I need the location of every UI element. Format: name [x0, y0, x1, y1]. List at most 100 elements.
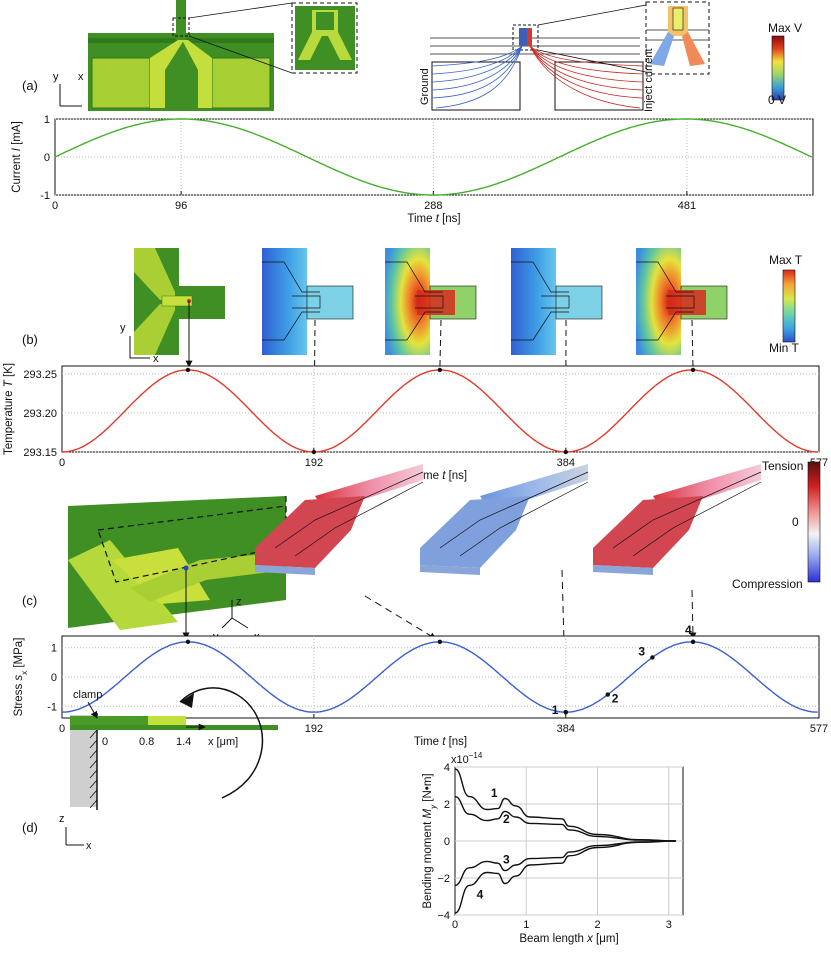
current-xtick-label: 288: [424, 200, 442, 212]
beam-tick-0-8: 0.8: [139, 736, 154, 748]
moment-xtick-label: 2: [594, 919, 600, 931]
temperature-point: [563, 449, 568, 455]
stress-numbered-point: [605, 692, 610, 697]
moment-series-2: [454, 795, 676, 842]
beam-tick-1-4: 1.4: [176, 736, 191, 748]
heatmap-2: [385, 248, 477, 355]
colorbar-c-mid: 0: [792, 515, 799, 529]
stress-snapshot-1: [255, 464, 424, 575]
heatmap-1: [262, 248, 354, 355]
beam-tick-0: 0: [102, 736, 108, 748]
colorbar-a-min: 0 V: [768, 93, 786, 107]
ground-label: Ground: [419, 68, 431, 105]
connector-dashed: [691, 319, 694, 370]
clamp-label: clamp: [73, 689, 102, 701]
moment-series-label: 1: [491, 786, 498, 800]
temperature-ytick-label: 293.25: [23, 369, 57, 381]
current-ytick-label: 0: [44, 152, 50, 164]
ground-streamlines: [431, 45, 523, 109]
temperature-ytick-label: 293.20: [23, 408, 57, 420]
stress-plate-edge: [593, 565, 653, 575]
stress-xtick-label: 577: [810, 723, 828, 735]
potential-schematic: Ground Inject current: [419, 1, 710, 112]
current-xtick-label: 96: [175, 200, 187, 212]
device-geometry-b: y x: [120, 248, 225, 365]
moment-series-3: [454, 840, 676, 887]
stress-point: [185, 639, 191, 645]
beam-axis-label: x [μm]: [208, 736, 238, 748]
colorbar-b-min: Min T: [769, 341, 799, 355]
temperature-xlabel: Time t [ns]: [414, 470, 467, 482]
colorbar-b: Max T Min T: [769, 253, 803, 355]
heatmap-hotspot: [668, 290, 706, 315]
stress-marker-label: 3: [638, 644, 645, 658]
axis-y-label-a: y: [53, 71, 59, 83]
stress-xtick-label: 384: [557, 723, 575, 735]
panel-b-label: (b): [22, 332, 38, 347]
stress-outline: [612, 471, 762, 557]
colorbar-a: Max V 0 V: [768, 21, 802, 107]
temperature-frame: [61, 365, 820, 453]
stress-plate-edge: [420, 565, 480, 575]
heatmap-4: [636, 248, 728, 355]
heatmap-body: [262, 248, 307, 355]
current-line: [54, 118, 812, 196]
axis-y-label-b: y: [120, 322, 126, 334]
current-xlabel: Time t [ns]: [407, 213, 460, 225]
connector-dashed-arrow: [364, 595, 437, 640]
axis-x-label-b: x: [153, 353, 159, 365]
colorbar-b-max: Max T: [769, 253, 803, 267]
inject-current-label: Inject current: [643, 48, 655, 112]
moment-ylabel: Bending moment My [N•m]: [422, 773, 438, 908]
moment-xtick-label: 0: [452, 919, 458, 931]
stress-numbered-point: [690, 639, 696, 645]
colorbar-c: Tension 0 Compression: [732, 459, 821, 591]
stress-plate: [593, 496, 703, 568]
temperature-point: [185, 367, 191, 373]
panel-a: (a) y x: [22, 0, 802, 112]
stress-ytick-label: -1: [47, 701, 57, 713]
temperature-ytick-label: 293.15: [23, 447, 57, 459]
temperature-point: [690, 367, 696, 373]
moment-xtick-label: 1: [523, 919, 529, 931]
connector-dashed-arrow: [689, 589, 697, 640]
current-ylabel: Current I [mA]: [11, 121, 23, 193]
temperature-point: [311, 449, 317, 455]
stress-snapshot-3: [593, 464, 762, 575]
moment-ytick-label: 4: [444, 762, 450, 774]
stress-ytick-label: 0: [51, 672, 57, 684]
moment-ytick-label: −4: [437, 910, 450, 922]
stress-numbered-point: [563, 709, 568, 715]
heatmap-outline: [385, 261, 444, 341]
moment-series-1: [454, 768, 676, 842]
colorbar-a-max: Max V: [768, 21, 802, 35]
device-perspective-c: [68, 496, 287, 630]
heatmap-arm: [555, 285, 603, 320]
moment-xlabel: Beam length x [μm]: [519, 933, 618, 945]
stress-ytick-label: 1: [51, 643, 57, 655]
panel-c-label: (c): [22, 593, 37, 608]
current-xtick-label: 481: [678, 200, 696, 212]
panel-c: (c) z x y Tension 0 Compression: [22, 459, 821, 707]
stress-plate-edge: [255, 565, 315, 575]
stress-xtick-label: 0: [59, 723, 65, 735]
temperature-xtick-label: 0: [59, 457, 65, 469]
stress-outline: [274, 471, 424, 557]
device-topview-a: [88, 0, 358, 111]
moment-ytick-label: 0: [444, 836, 450, 848]
panel-d-label: (d): [22, 820, 38, 835]
inject-streamlines: [529, 45, 644, 109]
stress-marker-label: 4: [685, 623, 692, 637]
stress-xlabel: Time t [ns]: [414, 736, 467, 748]
temperature-point: [437, 367, 443, 373]
stress-marker-label: 2: [612, 692, 619, 706]
colorbar-c-max: Tension: [762, 459, 803, 473]
panel-a-label: (a): [22, 78, 38, 93]
stress-snapshots: [182, 464, 762, 707]
moment-xtick-label: 3: [666, 919, 672, 931]
axis-x-label-d: x: [86, 840, 92, 852]
